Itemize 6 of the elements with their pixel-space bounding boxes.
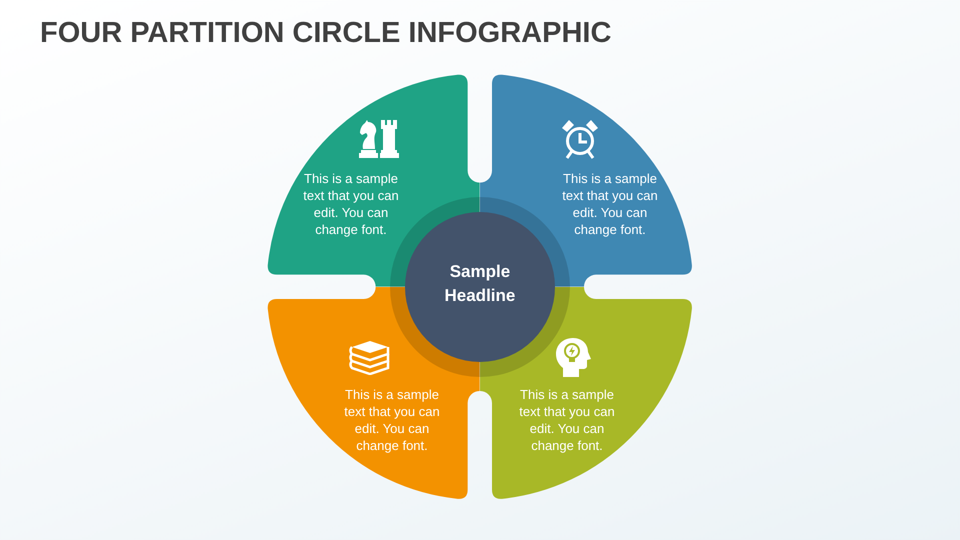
headline-text: Sample Headline (444, 261, 516, 307)
segment-text: This is a sample text that you can edit. You can change font. (343, 386, 441, 454)
segment-text: This is a sample text that you can edit. You can change font. (302, 170, 400, 238)
segment-text: This is a sample text that you can edit. You can change font. (561, 170, 659, 238)
title: FOUR PARTITION CIRCLE INFOGRAPHIC (40, 16, 612, 51)
segment-text: This is a sample text that you can edit. You can change font. (518, 386, 616, 454)
